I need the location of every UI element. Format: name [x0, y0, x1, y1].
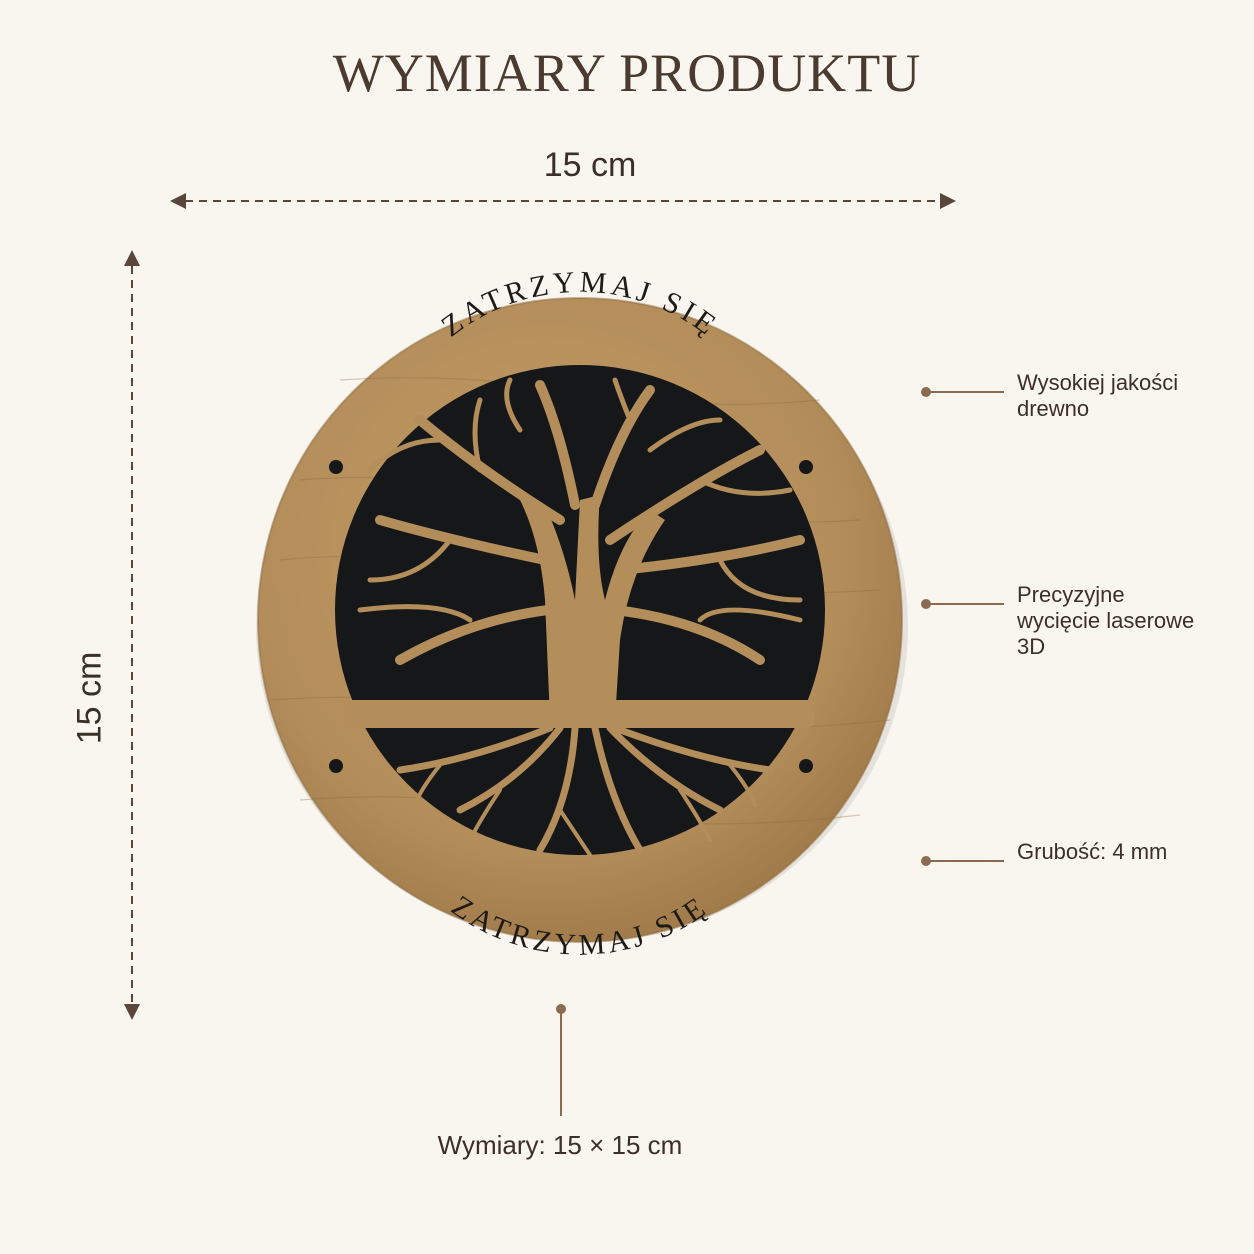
mounting-hole	[799, 460, 813, 474]
arrow-up-icon	[124, 250, 140, 266]
callout-leaders	[556, 387, 1004, 1116]
callout-line: 3D	[1017, 634, 1046, 659]
tree-of-life-icon	[345, 377, 815, 857]
callout-line: wycięcie laserowe	[1017, 608, 1195, 633]
callout-laser-cut: Precyzyjne wycięcie laserowe 3D	[1017, 582, 1194, 660]
height-dimension-arrow	[124, 250, 140, 1020]
callout-line: drewno	[1017, 396, 1090, 421]
wooden-plaque: ZATRZYMAJ SIĘ ZATRZYMAJ SIĘ	[256, 265, 908, 962]
mounting-hole	[329, 759, 343, 773]
mounting-hole	[329, 460, 343, 474]
callout-thickness: Grubość: 4 mm	[1017, 839, 1167, 865]
arrow-left-icon	[170, 193, 186, 209]
mounting-holes	[329, 460, 813, 773]
arrow-down-icon	[124, 1004, 140, 1020]
callout-line: Grubość: 4 mm	[1017, 839, 1168, 864]
mounting-hole	[799, 759, 813, 773]
callout-line: Precyzyjne	[1017, 582, 1125, 607]
page-title: WYMIARY PRODUKTU	[332, 43, 922, 103]
callout-wood-quality: Wysokiej jakości drewno	[1017, 370, 1178, 422]
callout-line: Wysokiej jakości	[1017, 370, 1179, 395]
width-dimension-arrow	[170, 193, 956, 209]
arrow-right-icon	[940, 193, 956, 209]
width-dimension-label: 15 cm	[543, 146, 637, 184]
dimensions-summary: Wymiary: 15 × 15 cm	[437, 1130, 683, 1160]
